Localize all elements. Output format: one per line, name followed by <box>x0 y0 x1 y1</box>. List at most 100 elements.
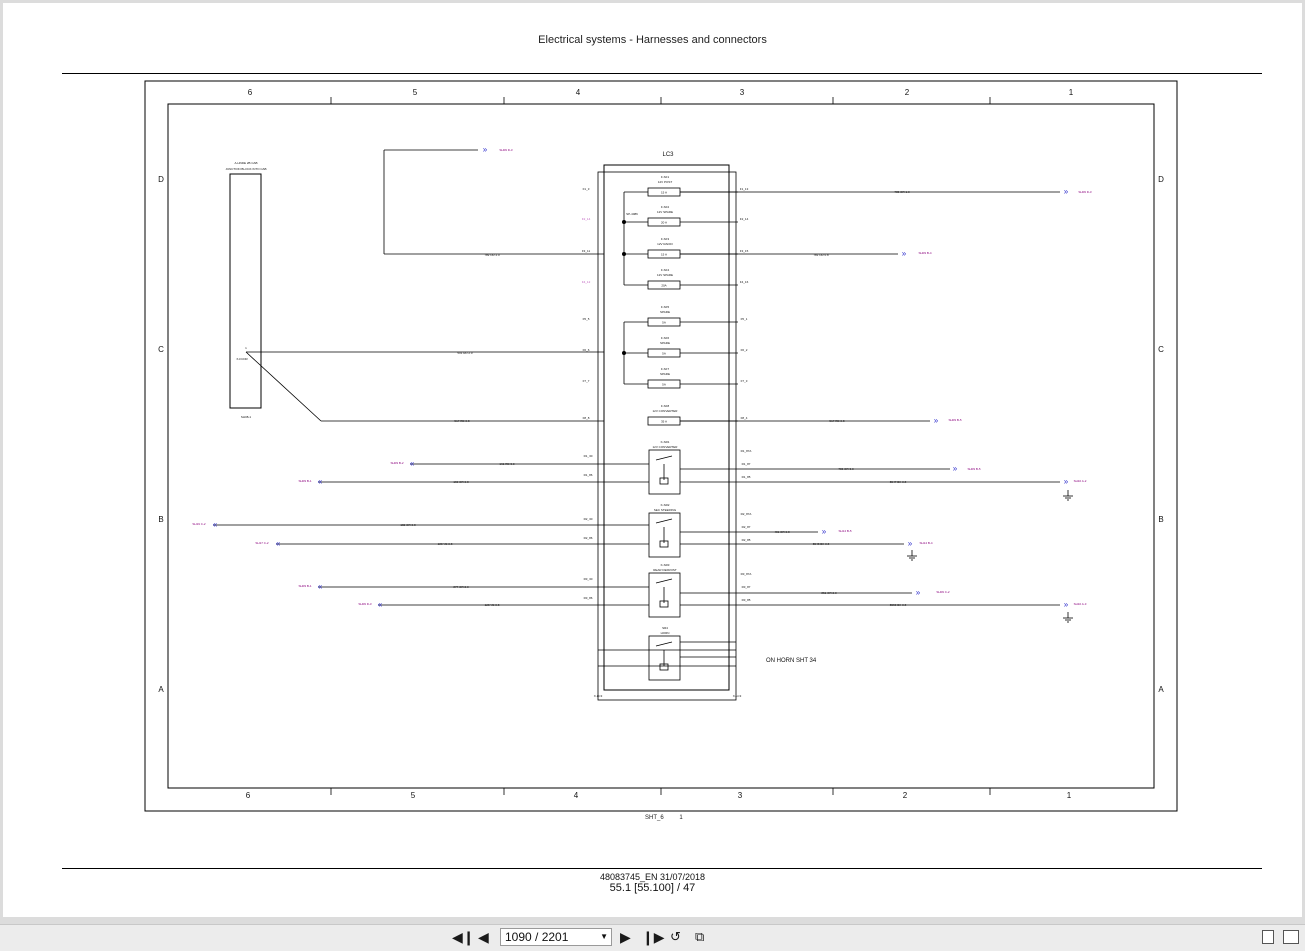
wire-label: 5547 BK 0.8 <box>890 480 907 484</box>
fuse-desc: SPARE <box>660 341 670 345</box>
chevron-down-icon[interactable]: ▼ <box>600 932 608 941</box>
connector-arrow-icon: » <box>902 249 907 258</box>
relay-coil <box>659 600 669 608</box>
fuse-pin-left: F3_11 <box>582 249 591 253</box>
relay-box <box>648 449 681 495</box>
wire-label: 183 YE 0.8 <box>438 542 453 546</box>
row-label-right: C <box>1158 345 1164 354</box>
two-page-icon[interactable] <box>1283 930 1299 944</box>
fuse-name: F-SF8 <box>661 404 670 408</box>
rotate-icon[interactable]: ↺ <box>670 930 681 945</box>
row-label-left: C <box>158 345 164 354</box>
fuse-pin-right: F1_13 <box>740 187 749 191</box>
connector-arrow-icon: « <box>410 459 415 468</box>
relay-pin: R1_87 <box>742 462 751 466</box>
harness-connector-label: X-LC3 <box>594 694 603 698</box>
fuse-desc: 12V SPARE <box>657 210 673 214</box>
lc3-harness-outline <box>597 171 737 701</box>
splice-dot <box>622 220 626 224</box>
relay-pin: R1_86 <box>584 473 593 477</box>
next-page-icon[interactable]: ▶ <box>620 930 631 946</box>
connector-arrow-icon: » <box>483 145 488 154</box>
relay-name: K-SR2 <box>661 503 670 507</box>
wire-ref: SH09 B-5 <box>948 418 961 422</box>
relay-contact <box>655 455 673 461</box>
column-label-bottom: 1 <box>1067 791 1072 800</box>
layout-icon[interactable]: ⧉ <box>695 930 705 945</box>
fuse-pin-right: F7_3 <box>741 379 748 383</box>
wire-label: 783 OR 0.8 <box>813 253 829 257</box>
row-label-right: D <box>1158 175 1164 184</box>
row-label-right: B <box>1158 515 1163 524</box>
fuse-pin-right: F8_4 <box>741 416 748 420</box>
column-label-bottom: 3 <box>738 791 743 800</box>
column-label-top: 4 <box>576 88 581 97</box>
fuse-pin-left: F7_7 <box>583 379 590 383</box>
fuse-rating: 35 A <box>661 420 667 424</box>
relay-coil <box>659 663 669 671</box>
cab-block-connector: X-FCDR <box>236 357 248 361</box>
lc3-label: LC3 <box>662 152 674 158</box>
fuse-desc: 12V SPARE <box>657 273 673 277</box>
column-label-bottom: 2 <box>903 791 908 800</box>
fuse-desc: 12V CONVERTER <box>653 409 679 413</box>
column-label-bottom: 6 <box>246 791 251 800</box>
fuse-name: F-SF2 <box>661 205 670 209</box>
connector-arrow-icon: » <box>1064 187 1069 196</box>
wire-label: 785 OR 1.0 <box>894 190 910 194</box>
first-page-icon[interactable]: ◀❙ <box>452 930 475 946</box>
wire-ref: SH09 D-3 <box>499 148 513 152</box>
wire-ref: SH17 C-2 <box>255 541 269 545</box>
fuse-name: F-SF4 <box>661 268 670 272</box>
relay-pin: R3_87 <box>742 585 751 589</box>
wire-label: 182 OR 0.8 <box>400 523 416 527</box>
relay-pin: R2_30 <box>584 517 593 521</box>
relay-box <box>648 572 681 618</box>
wire-label: 5548 BK 0.8 <box>813 542 830 546</box>
previous-page-icon[interactable]: ◀ <box>478 930 489 946</box>
relay-pin: R2_85 <box>742 538 751 542</box>
connector-arrow-icon: » <box>822 527 827 536</box>
page-number-field[interactable]: 1090 / 2201 ▼ <box>500 928 612 946</box>
document-page <box>3 3 1302 917</box>
footer-page-number: 55.1 [55.100] / 47 <box>609 882 696 894</box>
relay-name: K-SR1 <box>661 440 670 444</box>
row-label-right: A <box>1158 685 1164 694</box>
page-number-value: 1090 / 2201 <box>505 930 569 944</box>
relay-contact <box>655 578 673 584</box>
connector-arrow-icon: » <box>934 416 939 425</box>
relay-name: SR4 <box>662 626 668 630</box>
connector-arrow-icon: » <box>916 588 921 597</box>
fuse-pin-left: F8_8 <box>583 416 590 420</box>
wire-ref: SH09 B-1 <box>298 479 311 483</box>
relay-coil <box>659 540 669 548</box>
sheet-number: 1 <box>679 815 683 821</box>
connector-arrow-icon: » <box>908 539 913 548</box>
connector-arrow-icon: » <box>1064 477 1069 486</box>
header-rule <box>62 73 1262 74</box>
fuse-desc: SPARE <box>660 310 670 314</box>
connector-arrow-icon: « <box>213 520 218 529</box>
last-page-icon[interactable]: ❙▶ <box>642 930 665 946</box>
document-title: Electrical systems - Harnesses and conne… <box>538 34 767 46</box>
fuse-rating: 5A <box>662 321 666 325</box>
viewer-toolbar: ◀❙ ◀ 1090 / 2201 ▼ ▶ ❙▶ ↺ ⧉ <box>0 924 1305 951</box>
relay-desc: SEC STEERING <box>654 508 677 512</box>
relay-pin: R3_86 <box>584 596 593 600</box>
connector-arrow-icon: « <box>276 539 281 548</box>
row-label-left: A <box>158 685 164 694</box>
wire-label: 5559 BK 0.8 <box>890 603 907 607</box>
cab-block-bottom: SH08-1 <box>241 415 252 419</box>
fuse-name: F-SF3 <box>661 237 670 241</box>
row-label-left: D <box>158 175 164 184</box>
cab-junction-block <box>229 173 262 409</box>
fuse-name: F-SF6 <box>661 336 670 340</box>
single-page-icon[interactable] <box>1262 930 1274 944</box>
relay-pin: R2_87 <box>742 525 751 529</box>
cab-block-pin: 1 <box>245 346 247 350</box>
column-label-top: 1 <box>1069 88 1074 97</box>
relay-desc: REAR DEFROST <box>653 568 677 572</box>
fuse-rating: 15 A <box>661 191 667 195</box>
relay-box <box>648 635 681 681</box>
